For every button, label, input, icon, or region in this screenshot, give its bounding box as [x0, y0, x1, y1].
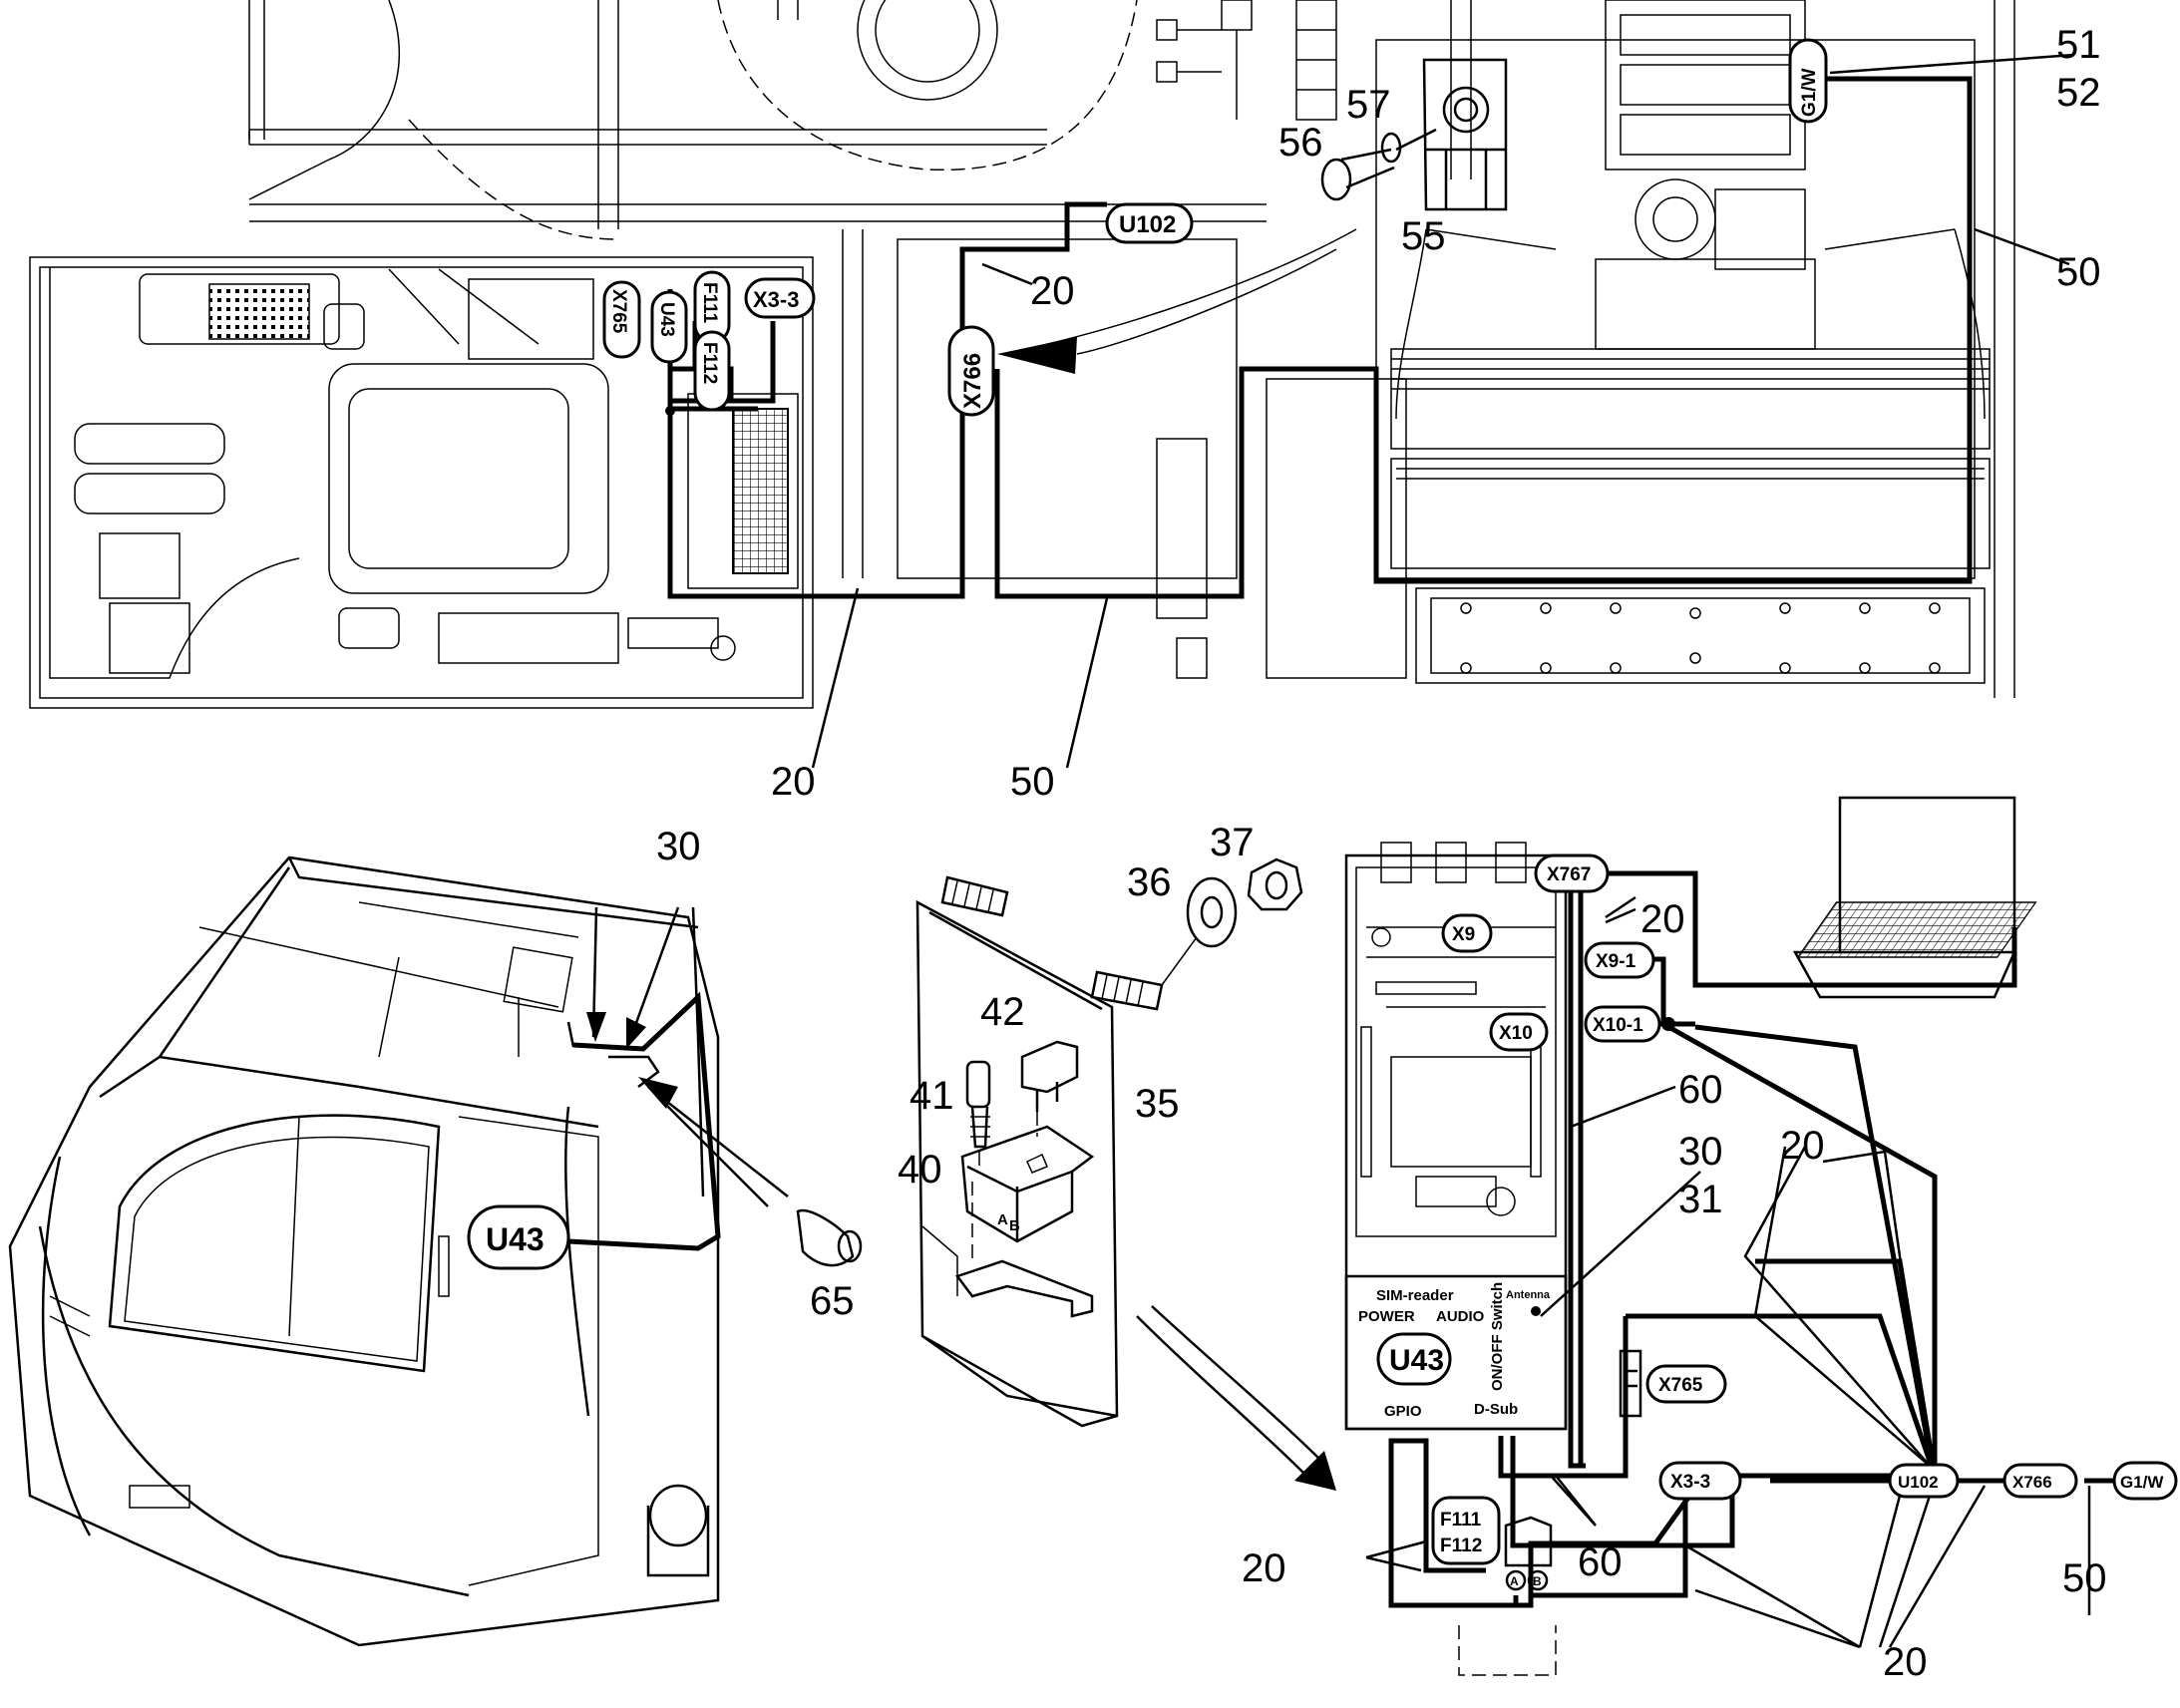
callout-57: 57 — [1346, 83, 1391, 127]
callout-40: 40 — [898, 1148, 942, 1192]
cab-view — [8, 855, 863, 1647]
x766-tag: X766 — [2012, 1473, 2052, 1492]
x9-tag: X9 — [1452, 924, 1475, 945]
fuse-b-label: B — [1533, 1574, 1542, 1588]
bracket-detail — [1320, 58, 1508, 211]
harness-50-top — [994, 76, 1973, 599]
callout-55: 55 — [1401, 214, 1446, 258]
callout-41: 41 — [909, 1074, 954, 1118]
callout-20-lower-left: 20 — [1242, 1546, 1286, 1590]
x765-tag: X765 — [1658, 1375, 1703, 1396]
x10-1-tag: X10-1 — [1593, 1015, 1643, 1036]
x766-top-tag: X766 — [959, 353, 986, 409]
callout-56: 56 — [1278, 121, 1323, 165]
callout-52: 52 — [2056, 71, 2101, 115]
callout-31: 31 — [1678, 1178, 1723, 1221]
callout-60-lower: 60 — [1578, 1540, 1623, 1584]
gpio-label: GPIO — [1384, 1403, 1422, 1420]
x765-top-tag: X765 — [608, 289, 629, 334]
sim-reader-label: SIM-reader — [1376, 1287, 1454, 1304]
callout-60-right: 60 — [1678, 1068, 1723, 1112]
fuse-a-label: A — [1510, 1574, 1519, 1588]
dsub-label: D-Sub — [1474, 1401, 1518, 1418]
u43-top-tag: U43 — [656, 302, 677, 337]
control-unit-grid — [732, 408, 789, 574]
u102-tag: U102 — [1898, 1473, 1939, 1492]
callout-50-lower-right: 50 — [2062, 1556, 2107, 1600]
x767-tag: X767 — [1547, 864, 1591, 885]
callout-51: 51 — [2056, 23, 2101, 67]
f112-top-tag: F112 — [699, 342, 720, 384]
callout-50-bottom: 50 — [1010, 760, 1055, 804]
u102-top-tag: U102 — [1119, 211, 1176, 238]
callout-42: 42 — [980, 990, 1025, 1034]
callout-35: 35 — [1135, 1082, 1180, 1126]
x9-1-tag: X9-1 — [1596, 951, 1636, 972]
harness-20-right — [1568, 870, 2017, 1469]
callout-65: 65 — [810, 1279, 855, 1323]
callout-30-right: 30 — [1678, 1130, 1723, 1174]
fuse-bracket-view: A B — [915, 857, 1336, 1491]
x10-tag: X10 — [1499, 1023, 1533, 1044]
telematics-module: SIM-reader Antenna POWER AUDIO ON/OFF Sw… — [1344, 796, 2124, 1676]
callout-20-bottom-left: 20 — [771, 760, 816, 804]
power-label: POWER — [1358, 1308, 1415, 1325]
callout-20-top: 20 — [1030, 269, 1075, 313]
callout-20-x767: 20 — [1640, 897, 1685, 941]
callout-numbers: 51 52 57 56 55 50 20 20 50 30 65 37 36 4… — [656, 23, 2107, 1684]
connector-tags: U102 X766 X765 U43 F111 F112 X3-3 G1/W U… — [467, 38, 2178, 1565]
machine-top-view — [29, 0, 2075, 769]
callout-50-top: 50 — [2056, 250, 2101, 294]
u43-module-label: U43 — [1389, 1344, 1444, 1377]
x33-top-tag: X3-3 — [753, 287, 799, 312]
switch-label: ON/OFF Switch — [1489, 1282, 1506, 1391]
audio-label: AUDIO — [1436, 1308, 1485, 1325]
g1w-top-tag: G1/W — [1799, 68, 1820, 117]
antenna-label: Antenna — [1506, 1289, 1551, 1301]
callout-20-lower-right: 20 — [1883, 1640, 1928, 1684]
callout-37: 37 — [1210, 821, 1255, 864]
callout-20-right: 20 — [1780, 1124, 1825, 1168]
svg-text:B: B — [1009, 1217, 1020, 1234]
f112-tag: F112 — [1440, 1536, 1482, 1556]
u43-cab-tag: U43 — [486, 1221, 545, 1257]
svg-text:A: A — [997, 1211, 1008, 1228]
callout-30-cab: 30 — [656, 825, 701, 868]
x3-3-tag: X3-3 — [1670, 1472, 1710, 1493]
callout-36: 36 — [1127, 860, 1172, 904]
g1w-tag: G1/W — [2120, 1473, 2164, 1492]
f111-top-tag: F111 — [699, 282, 720, 324]
f111-tag: F111 — [1440, 1510, 1482, 1531]
